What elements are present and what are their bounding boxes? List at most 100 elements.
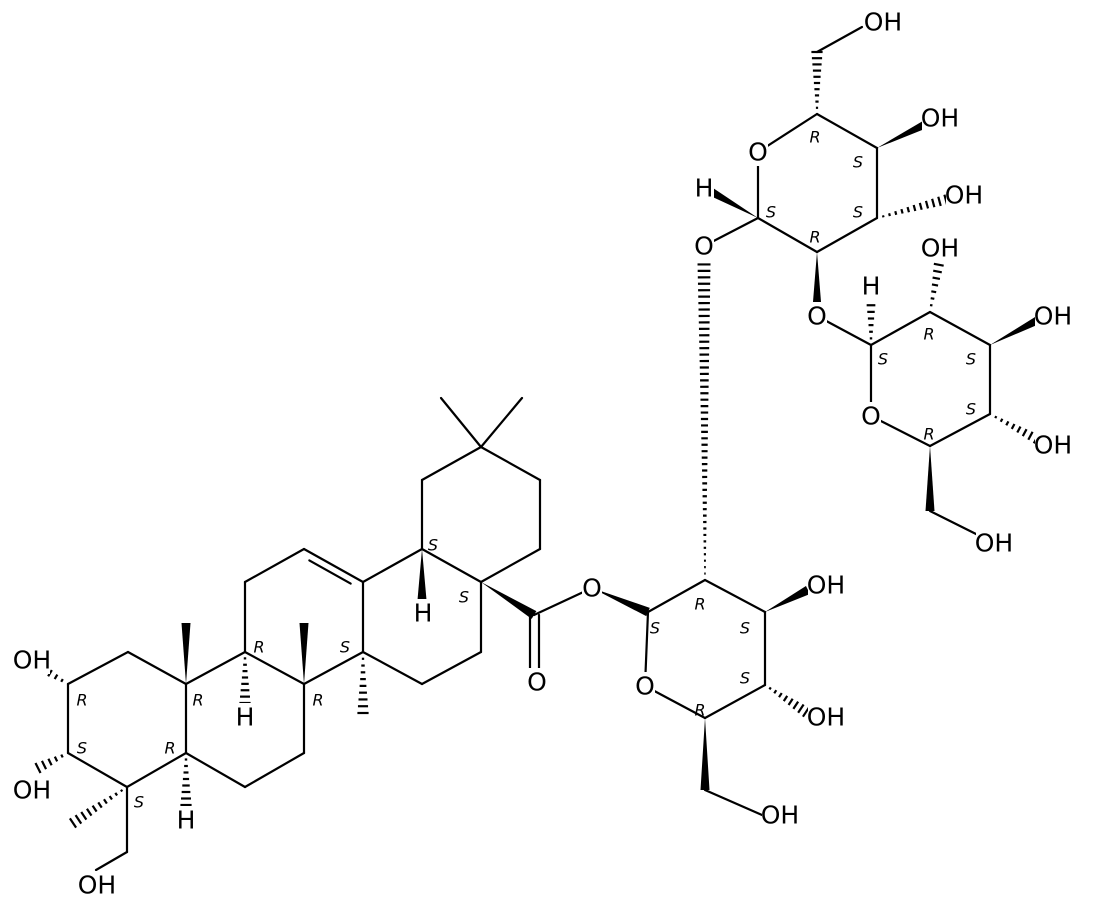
hash-stroke	[933, 262, 944, 267]
label-mask	[694, 174, 714, 202]
hash-stroke	[1010, 423, 1016, 430]
hashed-bond	[697, 256, 711, 575]
hash-stroke	[1021, 428, 1028, 437]
hashed-bond	[34, 754, 64, 774]
label-mask	[865, 8, 901, 36]
hash-stroke	[999, 418, 1004, 423]
hash-stroke	[91, 804, 98, 813]
hydroxyl-label: OH	[1034, 302, 1072, 331]
bond	[302, 547, 365, 584]
bond	[243, 751, 306, 789]
hash-stroke	[932, 276, 941, 281]
stereo-descriptor-s: S	[966, 400, 976, 419]
hashed-bond	[881, 192, 955, 218]
bond	[184, 650, 247, 686]
label-mask	[976, 529, 1012, 557]
bond	[420, 547, 483, 584]
label-mask	[946, 181, 982, 209]
label-mask	[1035, 431, 1071, 459]
hash-stroke	[103, 798, 108, 805]
oxygen-label: O	[635, 672, 655, 701]
bond	[125, 751, 188, 789]
hashed-bond	[180, 758, 192, 807]
bond	[756, 216, 819, 254]
hydroxyl-label: OH	[807, 703, 845, 732]
stereo-descriptor-s: S	[428, 536, 438, 555]
hash-stroke	[782, 695, 789, 702]
hash-stroke	[768, 686, 772, 691]
hash-stroke	[60, 678, 64, 683]
bond	[126, 650, 188, 686]
label-mask	[748, 138, 768, 166]
bond	[66, 650, 130, 686]
wedge-bond	[990, 314, 1045, 345]
label-mask	[582, 574, 602, 602]
wedge-bond	[877, 117, 932, 148]
bond	[302, 650, 365, 686]
bond	[420, 445, 483, 482]
stereo-descriptor-r: R	[923, 325, 934, 344]
wedge-bond	[812, 252, 822, 308]
oxygen-label: O	[748, 138, 768, 167]
hash-stroke	[931, 290, 937, 294]
stereo-descriptor-r: R	[312, 691, 323, 710]
stereo-descriptor-r: R	[923, 425, 934, 444]
stereo-descriptor-r: R	[192, 691, 203, 710]
stereo-descriptor-s: S	[459, 588, 469, 607]
hydroxyl-label: OH	[864, 8, 902, 37]
hash-stroke	[778, 692, 783, 698]
bond	[646, 578, 707, 614]
hash-stroke	[60, 754, 64, 758]
stereo-descriptor-s: S	[966, 350, 976, 369]
stereo-descriptor-r: R	[253, 638, 264, 657]
wedge-bond	[299, 623, 309, 684]
hash-stroke	[797, 703, 805, 714]
hash-stroke	[34, 762, 42, 774]
hashed-bond	[811, 50, 823, 109]
label-mask	[808, 571, 844, 599]
hash-stroke	[933, 269, 942, 274]
hydroxyl-label: OH	[945, 181, 983, 210]
bond	[308, 559, 352, 585]
hash-stroke	[773, 689, 778, 694]
label-mask	[79, 871, 115, 899]
hash-stroke	[86, 808, 93, 817]
bond	[703, 578, 767, 614]
hydroxyl-label: OH	[975, 529, 1013, 558]
hash-stroke	[881, 215, 885, 218]
hydroxyl-label: OH	[921, 104, 959, 133]
bond	[94, 850, 129, 872]
stereo-descriptor-s: S	[853, 153, 863, 172]
bond	[479, 445, 542, 482]
stereo-descriptor-s: S	[853, 203, 863, 222]
hash-stroke	[47, 758, 53, 766]
bond	[184, 751, 247, 789]
hydrogen-label: H	[177, 806, 196, 835]
bond	[869, 310, 932, 347]
stereo-descriptor-s: S	[77, 739, 87, 758]
hashed-bond	[768, 686, 810, 718]
hydroxyl-label: OH	[921, 234, 959, 263]
hash-stroke	[1027, 431, 1034, 441]
hydroxyl-label: OH	[807, 571, 845, 600]
bond	[928, 412, 992, 448]
bond	[243, 650, 306, 686]
wedge-bond	[925, 446, 935, 511]
hash-stroke	[906, 206, 911, 213]
label-mask	[861, 272, 881, 300]
stereo-descriptor-s: S	[740, 619, 750, 638]
hash-stroke	[787, 698, 794, 706]
bond	[815, 25, 864, 54]
label-mask	[176, 806, 196, 834]
wedge-bond	[592, 588, 650, 617]
hash-stroke	[894, 210, 898, 216]
wedge-bond	[705, 186, 758, 218]
label-mask	[922, 234, 958, 262]
stereo-descriptor-s: S	[134, 793, 144, 812]
wedge-bond	[181, 623, 191, 684]
bond	[479, 547, 542, 584]
bond	[928, 310, 992, 347]
label-mask	[807, 302, 827, 330]
stereo-descriptor-r: R	[164, 739, 175, 758]
